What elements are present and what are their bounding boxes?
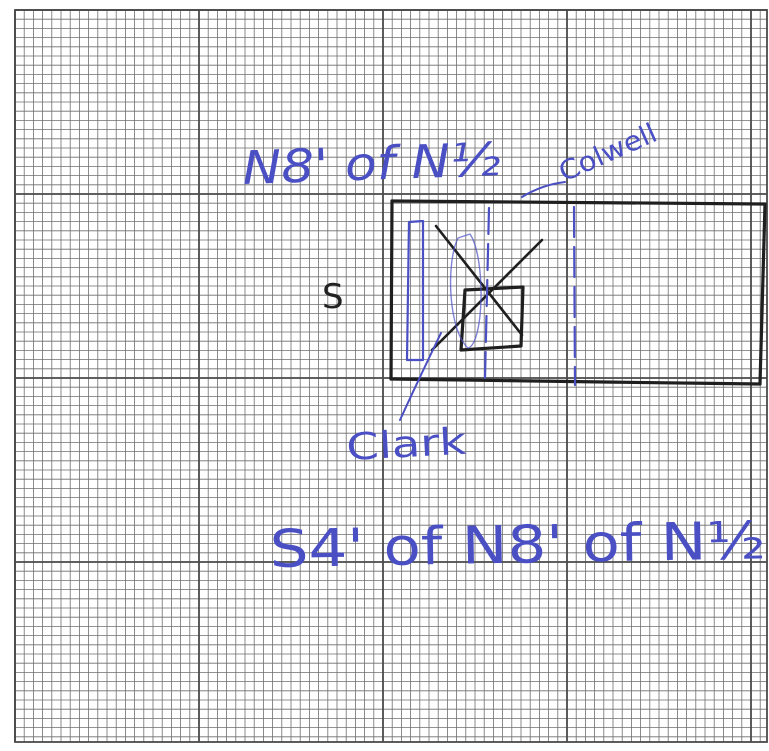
graph-paper-major-grid (14, 9, 768, 743)
clark-strip-outline (405, 219, 425, 362)
parcel-left-edge (389, 199, 394, 381)
parcel-outline (389, 199, 767, 386)
dashed-divider-1 (483, 206, 491, 380)
parcel-right-edge (758, 202, 767, 386)
clark-leader-line (399, 332, 442, 421)
top-parcel-label: N8' of N½ (241, 132, 501, 195)
parcel-bottom-edge (389, 377, 762, 386)
colwell-leader-line (521, 181, 566, 198)
parcel-top-edge (390, 199, 767, 206)
graph-paper-fine-grid (15, 10, 767, 742)
owner-label-clark: Clark (345, 420, 468, 469)
dashed-divider-2 (572, 205, 577, 387)
bottom-parcel-label: S4' of N8' of N½ (269, 511, 766, 580)
inner-square (459, 285, 525, 352)
owner-label-colwell: Colwell (554, 118, 662, 189)
blue-annotations (399, 181, 577, 421)
x-mark-stroke-1 (434, 224, 524, 337)
grid-border (14, 9, 768, 743)
side-mark-s: S (322, 277, 344, 317)
oval-mark (449, 233, 482, 349)
